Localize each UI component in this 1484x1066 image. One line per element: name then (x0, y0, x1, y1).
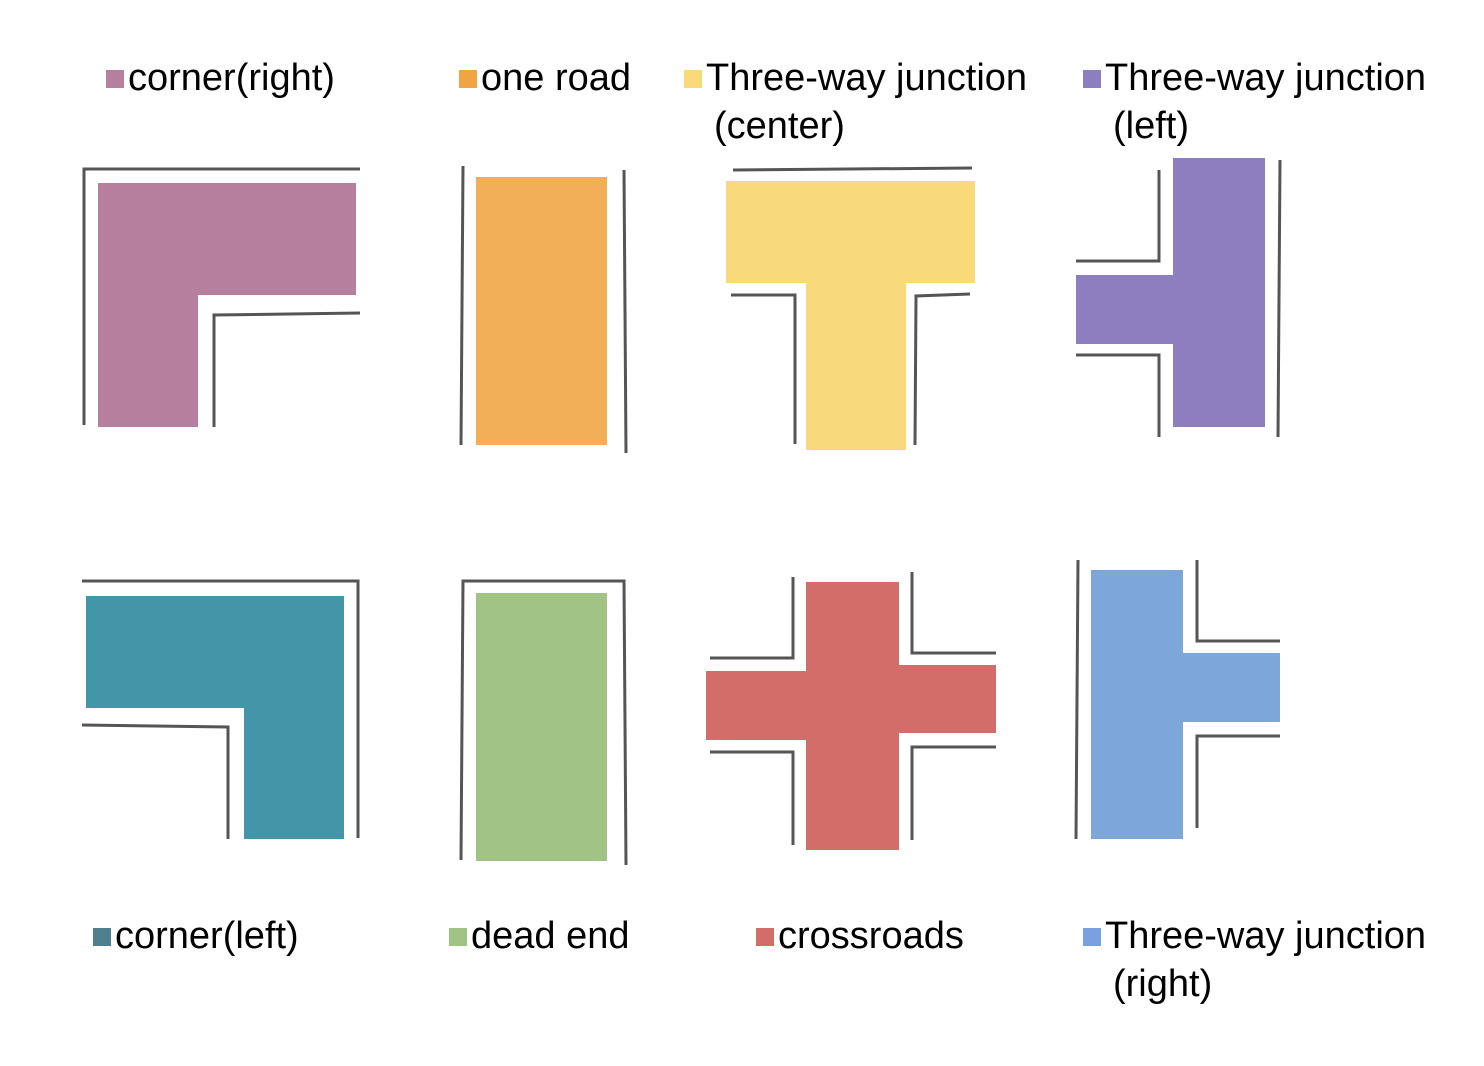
one-road-shape (459, 165, 628, 454)
road-edge-line (82, 579, 360, 838)
three-way-left-label: Three-way junction (1105, 57, 1427, 99)
corner-left-shape (81, 579, 360, 839)
three-way-left-swatch (1083, 70, 1101, 88)
crossroads-swatch (756, 928, 774, 946)
road-edge-line (82, 167, 360, 425)
road-edge-line (1076, 170, 1161, 263)
road-edge-line (1195, 734, 1280, 828)
legend-crossroads: crossroads (756, 912, 964, 960)
road-edge-line (710, 750, 795, 845)
legend-three-way-center: Three-way junction (center) (684, 54, 1027, 150)
three-way-right-swatch (1083, 928, 1101, 946)
legend-corner-left: corner(left) (93, 912, 299, 960)
one-road-swatch (459, 70, 477, 88)
three-way-right-shape (1074, 559, 1280, 840)
legend-dead-end: dead end (449, 912, 630, 960)
corner-right-road (98, 183, 356, 427)
road-edge-line (910, 745, 996, 840)
dead-end-swatch (449, 928, 467, 946)
crossroads-shape (706, 572, 996, 850)
road-edge-line (910, 572, 996, 655)
three-way-right-road (1091, 570, 1280, 839)
three-way-right-sublabel: (right) (1113, 963, 1213, 1005)
corner-right-swatch (106, 70, 124, 88)
road-edge-line (1074, 559, 1080, 840)
dead-end-road (476, 593, 607, 861)
three-way-center-shape (726, 166, 975, 450)
three-way-right-label: Three-way junction (1105, 915, 1427, 957)
one-road-road (476, 177, 607, 445)
corner-left-swatch (93, 928, 111, 946)
road-edge-line (622, 169, 628, 454)
road-edge-line (710, 577, 795, 660)
road-edge-line (732, 166, 973, 172)
road-edge-line (212, 311, 361, 427)
three-way-center-label: Three-way junction (706, 57, 1028, 99)
crossroads-road (706, 582, 996, 850)
corner-left-road (86, 596, 344, 839)
three-way-left-road (1076, 158, 1265, 427)
legend-three-way-right: Three-way junction (right) (1083, 912, 1426, 1008)
legend-one-road: one road (459, 54, 631, 102)
one-road-label: one road (481, 57, 632, 99)
road-edge-line (1276, 159, 1282, 438)
road-edge-line (1076, 353, 1161, 437)
corner-right-shape (82, 167, 361, 427)
three-way-center-sublabel: (center) (714, 105, 845, 147)
three-way-left-sublabel: (left) (1113, 105, 1189, 147)
corner-left-label: corner(left) (115, 915, 299, 957)
dead-end-label: dead end (471, 915, 630, 957)
corner-right-label: corner(right) (128, 57, 335, 99)
legend-corner-right: corner(right) (106, 54, 335, 102)
three-way-left-shape (1076, 158, 1282, 438)
crossroads-label: crossroads (778, 915, 964, 957)
road-edge-line (913, 292, 971, 446)
dead-end-shape (459, 579, 628, 866)
legend-three-way-left: Three-way junction (left) (1083, 54, 1426, 150)
road-edge-line (459, 579, 628, 866)
road-edge-line (731, 293, 797, 444)
road-edge-line (459, 165, 465, 446)
three-way-center-road (726, 181, 975, 450)
three-way-center-swatch (684, 70, 702, 88)
road-edge-line (1195, 560, 1280, 643)
road-edge-line (81, 723, 230, 839)
